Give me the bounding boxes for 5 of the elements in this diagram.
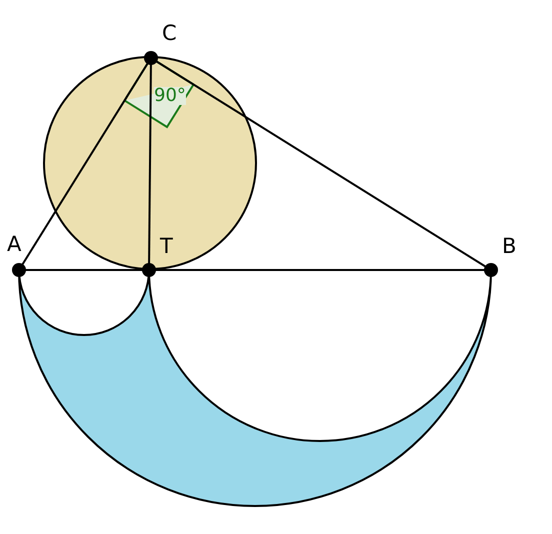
point-label: T xyxy=(160,236,173,257)
point-label: A xyxy=(7,234,22,255)
point-label: C xyxy=(162,23,177,44)
point-label: B xyxy=(502,236,516,257)
angle-label: 90° xyxy=(154,87,186,105)
